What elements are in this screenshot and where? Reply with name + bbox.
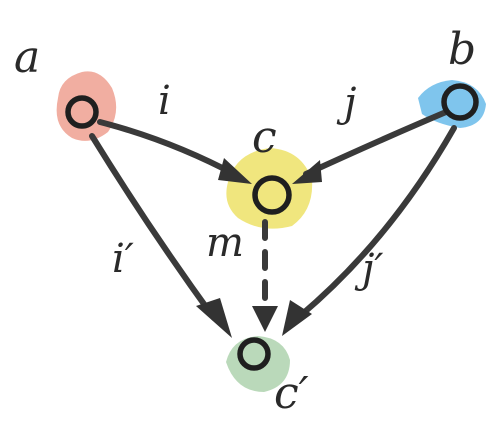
edge-i-prime xyxy=(89,133,217,321)
edge-j-prime xyxy=(297,125,457,319)
edge-j-arrowhead xyxy=(292,160,322,184)
node-c-label: c xyxy=(252,112,277,163)
edge-j-label: j xyxy=(336,80,356,126)
edge-j xyxy=(303,109,449,177)
edge-m-arrowhead xyxy=(252,306,278,332)
node-c xyxy=(252,175,292,215)
node-a-highlight xyxy=(56,71,117,141)
node-a xyxy=(65,95,99,129)
edge-i-arrowhead xyxy=(218,158,252,184)
node-c-prime xyxy=(237,337,271,371)
edge-i-prime-arrowhead xyxy=(196,298,232,338)
node-c-highlight xyxy=(226,148,313,229)
node-b-label: b xyxy=(448,24,476,75)
edge-j-prime-label: j′ xyxy=(354,246,383,292)
edge-m-label: m xyxy=(206,220,244,266)
edge-i-prime-label: i′ xyxy=(112,236,134,282)
edge-i-label: i xyxy=(158,78,171,124)
node-c-prime-label: c′ xyxy=(274,368,309,419)
edge-i xyxy=(97,119,239,178)
node-a-label: a xyxy=(14,32,40,83)
edge-j-prime-arrowhead xyxy=(282,300,312,336)
node-b xyxy=(441,83,479,121)
